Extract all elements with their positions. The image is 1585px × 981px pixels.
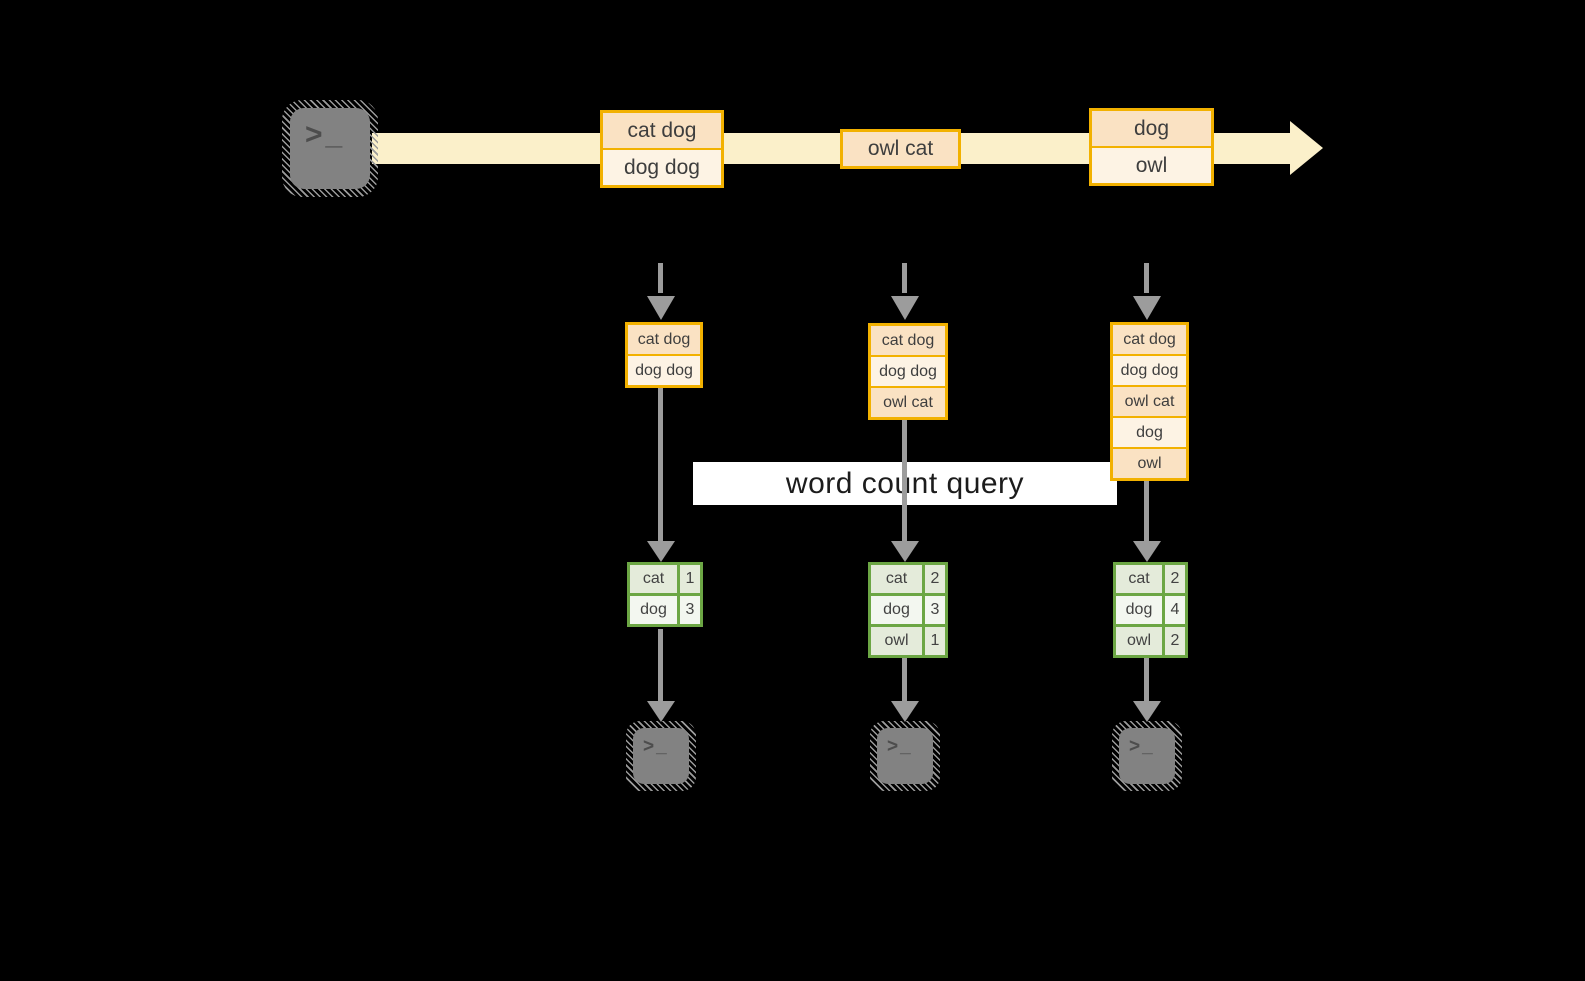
dashed-arrow-line xyxy=(1144,263,1149,293)
arrow-line xyxy=(658,629,663,701)
stream-record: dog xyxy=(1092,111,1211,146)
dashed-arrow-head-icon xyxy=(647,296,675,320)
state-buffer-1: cat dog dog dog xyxy=(625,322,703,388)
count-word-cell: cat xyxy=(630,565,677,593)
stream-record: owl xyxy=(1092,146,1211,183)
dashed-arrow-head-icon xyxy=(891,296,919,320)
terminal-sink-icon-2: >_ xyxy=(870,721,940,791)
count-word-cell: dog xyxy=(1116,596,1162,624)
count-value-cell: 2 xyxy=(925,565,945,593)
terminal-screen: >_ xyxy=(290,108,370,189)
state-record: cat dog xyxy=(871,326,945,355)
dashed-arrow-line xyxy=(902,263,907,293)
state-record: dog xyxy=(1113,416,1186,447)
arrow-line xyxy=(658,388,663,541)
count-word-cell: owl xyxy=(1116,627,1162,655)
stream-record: owl cat xyxy=(843,132,958,166)
arrow-head-icon xyxy=(1133,541,1161,562)
stream-batch-3: dog owl xyxy=(1089,108,1214,186)
arrow-line xyxy=(1144,481,1149,541)
dashed-arrow-line xyxy=(658,263,663,293)
terminal-screen: >_ xyxy=(633,728,689,784)
count-value-cell: 3 xyxy=(925,596,945,624)
state-buffer-2: cat dog dog dog owl cat xyxy=(868,323,948,420)
arrow-head-icon xyxy=(891,701,919,722)
arrow-line xyxy=(1144,658,1149,701)
state-record: dog dog xyxy=(1113,354,1186,385)
count-value-cell: 2 xyxy=(1165,565,1185,593)
arrow-head-icon xyxy=(647,541,675,562)
terminal-source-icon: >_ xyxy=(282,100,378,197)
count-word-cell: owl xyxy=(871,627,922,655)
stream-arrowhead-icon xyxy=(1290,121,1323,175)
terminal-screen: >_ xyxy=(877,728,933,784)
terminal-sink-icon-1: >_ xyxy=(626,721,696,791)
stream-batch-2: owl cat xyxy=(840,129,961,169)
dashed-arrow-head-icon xyxy=(1133,296,1161,320)
count-table-1: cat 1 dog 3 xyxy=(627,562,703,627)
terminal-screen: >_ xyxy=(1119,728,1175,784)
count-word-cell: dog xyxy=(630,596,677,624)
stream-record: cat dog xyxy=(603,113,721,148)
prompt-icon: >_ xyxy=(887,736,913,757)
count-word-cell: cat xyxy=(1116,565,1162,593)
prompt-icon: >_ xyxy=(305,118,346,151)
count-word-cell: dog xyxy=(871,596,922,624)
count-table-2: cat 2 dog 3 owl 1 xyxy=(868,562,948,658)
arrow-head-icon xyxy=(891,541,919,562)
arrow-head-icon xyxy=(647,701,675,722)
prompt-icon: >_ xyxy=(1129,736,1155,757)
stream-record: dog dog xyxy=(603,148,721,185)
count-value-cell: 4 xyxy=(1165,596,1185,624)
arrow-line xyxy=(902,420,907,541)
arrow-head-icon xyxy=(1133,701,1161,722)
count-table-3: cat 2 dog 4 owl 2 xyxy=(1113,562,1188,658)
state-record: cat dog xyxy=(1113,325,1186,354)
state-record: dog dog xyxy=(628,354,700,385)
state-buffer-3: cat dog dog dog owl cat dog owl xyxy=(1110,322,1189,481)
count-value-cell: 3 xyxy=(680,596,700,624)
prompt-icon: >_ xyxy=(643,736,669,757)
count-value-cell: 1 xyxy=(925,627,945,655)
state-record: cat dog xyxy=(628,325,700,354)
arrow-line xyxy=(902,658,907,701)
stream-batch-1: cat dog dog dog xyxy=(600,110,724,188)
count-value-cell: 1 xyxy=(680,565,700,593)
state-record: owl cat xyxy=(1113,385,1186,416)
state-record: dog dog xyxy=(871,355,945,386)
terminal-sink-icon-3: >_ xyxy=(1112,721,1182,791)
count-word-cell: cat xyxy=(871,565,922,593)
state-record: owl cat xyxy=(871,386,945,417)
state-record: owl xyxy=(1113,447,1186,478)
count-value-cell: 2 xyxy=(1165,627,1185,655)
